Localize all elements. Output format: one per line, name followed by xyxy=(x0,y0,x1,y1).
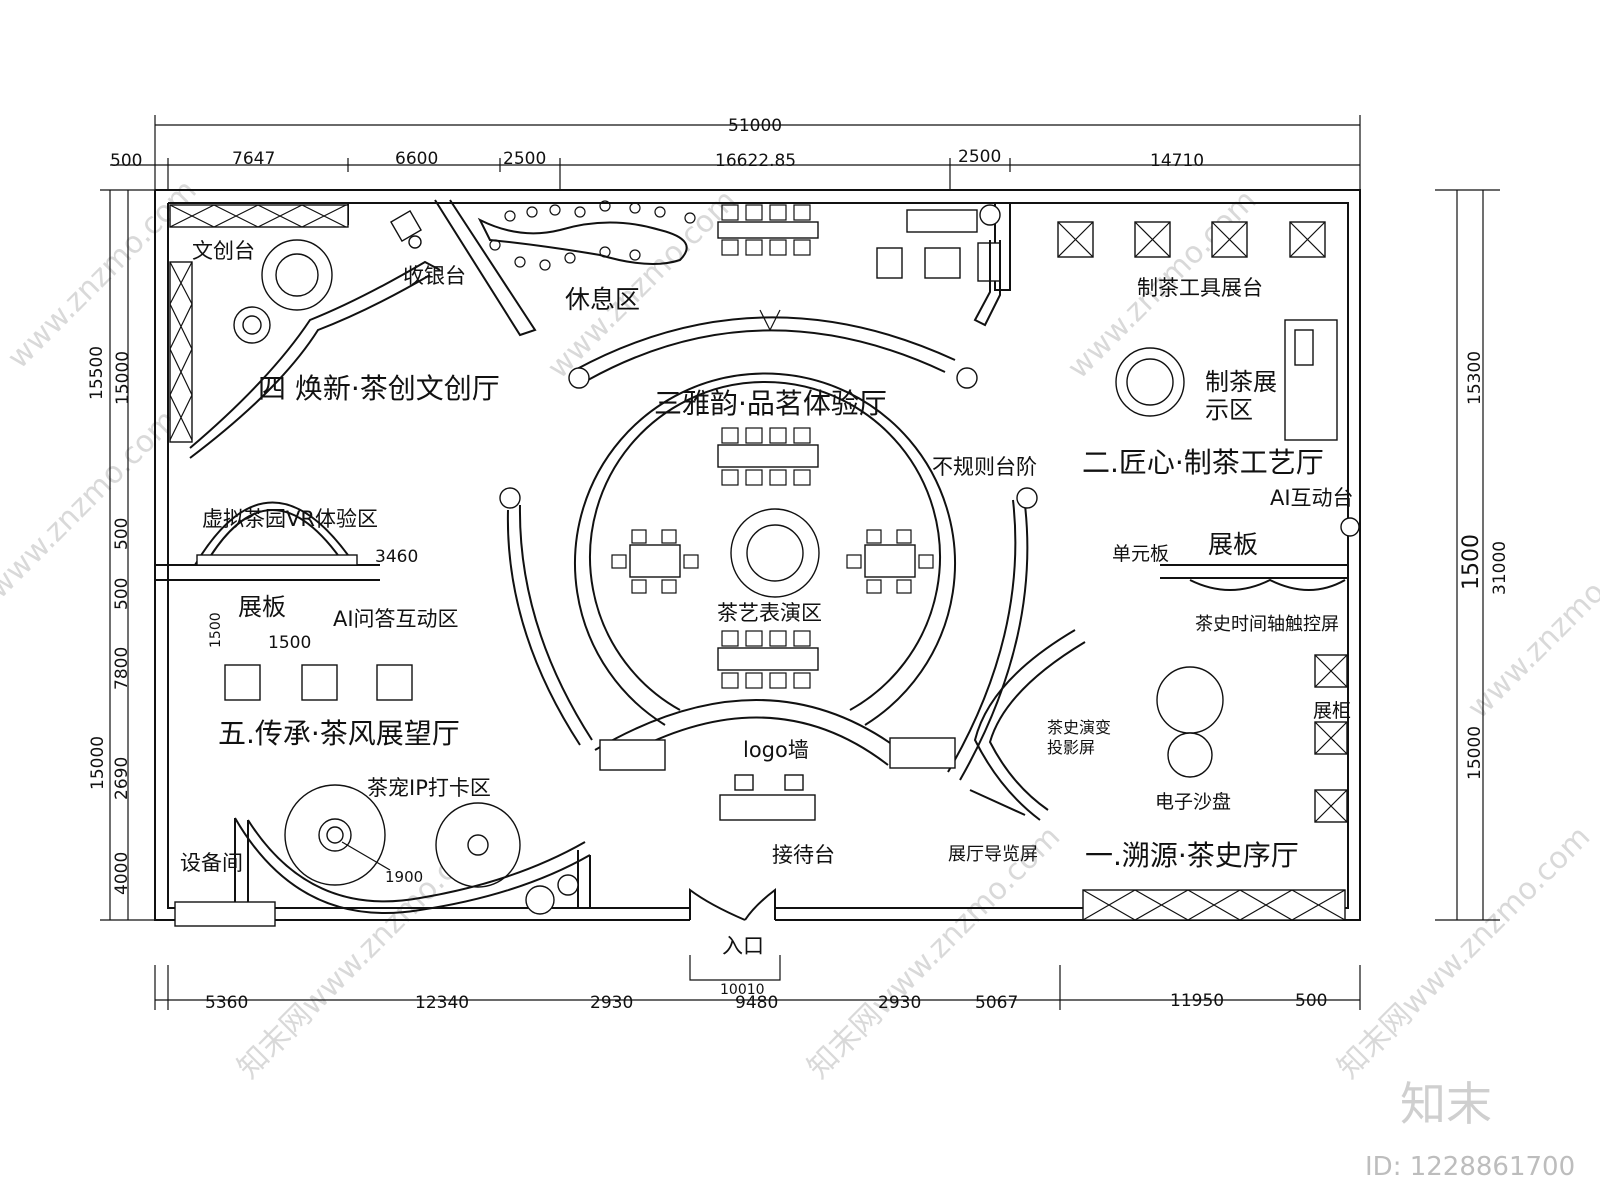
outer-walls xyxy=(154,189,1361,921)
label-wenchuang: 文创台 xyxy=(192,239,255,263)
label-cashier: 收银台 xyxy=(403,264,466,288)
dim-left: 4000 xyxy=(112,852,132,895)
label-rest: 休息区 xyxy=(565,285,640,314)
label-guide-screen: 展厅导览屏 xyxy=(948,844,1038,865)
dim-bottom: 2930 xyxy=(590,993,633,1013)
dim-left: 500 xyxy=(112,578,132,610)
label-equipment: 设备间 xyxy=(180,851,243,875)
label-logo-wall: logo墙 xyxy=(743,738,809,762)
watermark-text: 知末网www.znzmo.com xyxy=(1331,819,1597,1085)
dim-bottom: 2930 xyxy=(878,993,921,1013)
hall-5-furniture xyxy=(174,501,781,981)
label-unit-board: 单元板 xyxy=(1112,543,1169,565)
hall-4-furniture xyxy=(169,199,537,459)
dim-ai-h: 1500 xyxy=(208,612,224,648)
hall-3-structure xyxy=(506,309,1086,821)
dimensions-left: 15500 15000 500 500 7800 15000 2690 4000 xyxy=(87,189,155,921)
label-entrance: 入口 xyxy=(722,934,764,958)
dim-ai-w: 1500 xyxy=(268,633,311,653)
dim-bottom: 5067 xyxy=(975,993,1018,1013)
dim-vr: 3460 xyxy=(375,547,418,567)
hall-4-title: 四 焕新·茶创文创厅 xyxy=(258,372,500,405)
label-sandbox: 电子沙盘 xyxy=(1155,791,1231,813)
tea-tables xyxy=(611,427,934,689)
dim-top: 7647 xyxy=(232,149,275,169)
label-board-right: 展板 xyxy=(1208,530,1258,559)
hall-2-furniture xyxy=(1057,221,1360,537)
dim-bottom: 5360 xyxy=(205,993,248,1013)
label-projection-2: 投影屏 xyxy=(1047,738,1095,757)
dim-right: 31000 xyxy=(1490,541,1510,595)
hall-1-furniture xyxy=(1082,578,1348,921)
dim-right: 1500 xyxy=(1459,534,1484,590)
hall-2-title: 二.匠心·制茶工艺厅 xyxy=(1082,446,1324,479)
label-ai-qa: AI问答互动区 xyxy=(333,607,459,631)
label-tea-show: 茶艺表演区 xyxy=(717,601,822,625)
label-craft-show-1: 制茶展 xyxy=(1205,368,1277,396)
dim-left: 2690 xyxy=(112,757,132,800)
label-steps: 不规则台阶 xyxy=(932,455,1037,479)
dim-right: 15000 xyxy=(1465,726,1485,780)
label-ip-spot: 茶宠IP打卡区 xyxy=(367,776,491,800)
plant-icons xyxy=(499,204,1038,915)
dim-bottom: 500 xyxy=(1295,991,1327,1011)
watermark-image-id: ID: 1228861700 xyxy=(1365,1152,1575,1182)
label-timeline: 茶史时间轴触控屏 xyxy=(1195,614,1339,635)
label-reception: 接待台 xyxy=(772,843,835,867)
dim-top: 16622.85 xyxy=(715,151,796,171)
dim-top: 500 xyxy=(110,151,142,171)
dimensions-right: 15300 1500 31000 15000 xyxy=(1435,189,1510,921)
dim-door: 10010 xyxy=(720,982,765,998)
dim-right: 15300 xyxy=(1465,351,1485,405)
dim-left: 500 xyxy=(112,518,132,550)
dim-left: 15000 xyxy=(88,736,108,790)
dim-ip: 1900 xyxy=(385,868,423,886)
label-projection-1: 茶史演变 xyxy=(1047,718,1111,737)
label-ai-stand: AI互动台 xyxy=(1270,486,1354,510)
dim-top: 14710 xyxy=(1150,151,1204,171)
rest-area-furniture xyxy=(477,200,1001,327)
watermark-brand: 知末 xyxy=(1400,1077,1492,1131)
dim-left: 7800 xyxy=(112,647,132,690)
dimensions-bottom: 5360 12340 2930 9480 2930 5067 11950 500 xyxy=(154,965,1361,1013)
hall-5-title: 五.传承·茶风展望厅 xyxy=(218,717,460,750)
dim-left: 15000 xyxy=(113,351,133,405)
dim-top: 2500 xyxy=(958,147,1001,167)
dimensions-top: 51000 500 7647 6600 2500 16622.85 2500 1… xyxy=(110,115,1361,190)
dim-bottom: 9480 xyxy=(735,993,778,1013)
dim-top-total: 51000 xyxy=(728,116,782,136)
watermark-text: www.znzmo.com xyxy=(0,403,184,606)
dim-top: 6600 xyxy=(395,149,438,169)
reception-desk xyxy=(719,774,816,821)
dim-bottom: 12340 xyxy=(415,993,469,1013)
dim-left: 15500 xyxy=(87,346,107,400)
dim-bottom: 11950 xyxy=(1170,991,1224,1011)
label-vr: 虚拟茶园VR体验区 xyxy=(202,507,378,531)
label-cabinet: 展柜 xyxy=(1313,700,1351,722)
hall-3-title: 三雅韵·品茗体验厅 xyxy=(654,387,887,420)
hall-1-title: 一.溯源·茶史序厅 xyxy=(1085,839,1299,872)
label-board-left: 展板 xyxy=(238,593,286,621)
label-craft-show-2: 示区 xyxy=(1205,396,1253,424)
dim-top: 2500 xyxy=(503,149,546,169)
label-tool-stand: 制茶工具展台 xyxy=(1137,276,1263,300)
